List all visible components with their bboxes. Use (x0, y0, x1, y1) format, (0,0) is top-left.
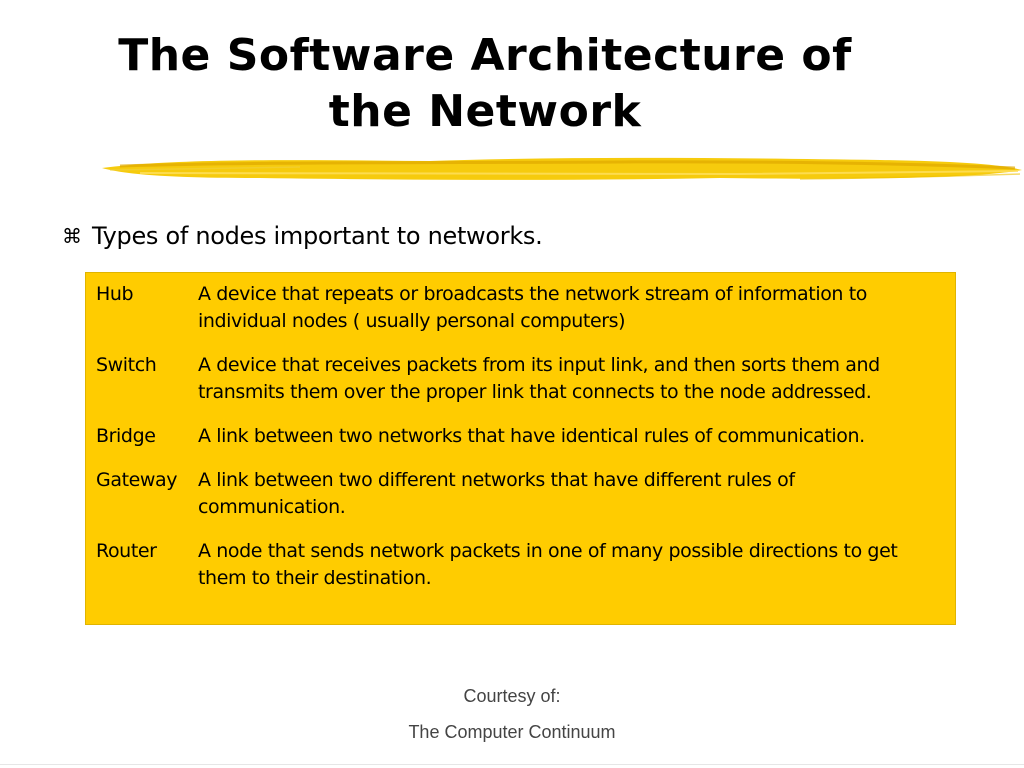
bottom-divider (0, 764, 1024, 765)
table-row: Switch A device that receives packets fro… (96, 352, 945, 406)
node-term: Gateway (96, 469, 178, 491)
table-row: Hub A device that repeats or broadcasts t… (96, 281, 945, 335)
table-row: Router A node that sends network packets … (96, 538, 945, 592)
node-definition: A node that sends network packets in one… (198, 540, 898, 589)
slide-title: The Software Architecture of the Network (40, 28, 930, 140)
node-definition: A link between two networks that have id… (198, 425, 865, 447)
highlighter-stroke (102, 157, 1022, 180)
node-term: Router (96, 540, 157, 562)
node-definition: A device that repeats or broadcasts the … (198, 283, 867, 332)
node-term: Hub (96, 283, 134, 305)
z-bullet-icon: ⌘ (62, 224, 82, 248)
table-row: Bridge A link between two networks that h… (96, 423, 945, 450)
node-types-table: Hub A device that repeats or broadcasts t… (85, 272, 956, 625)
courtesy-source: The Computer Continuum (408, 722, 616, 742)
slide-title-line-2: the Network (328, 86, 642, 137)
node-term: Switch (96, 354, 157, 376)
bullet-text: Types of nodes important to networks. (92, 222, 543, 250)
node-definition: A device that receives packets from its … (198, 354, 880, 403)
node-term: Bridge (96, 425, 156, 447)
table-row: Gateway A link between two different netw… (96, 467, 945, 521)
node-definition: A link between two different networks th… (198, 469, 795, 518)
bullet-item: ⌘ Types of nodes important to networks. (62, 218, 543, 254)
courtesy-label: Courtesy of: (463, 686, 561, 706)
slide-title-line-1: The Software Architecture of (118, 30, 852, 81)
